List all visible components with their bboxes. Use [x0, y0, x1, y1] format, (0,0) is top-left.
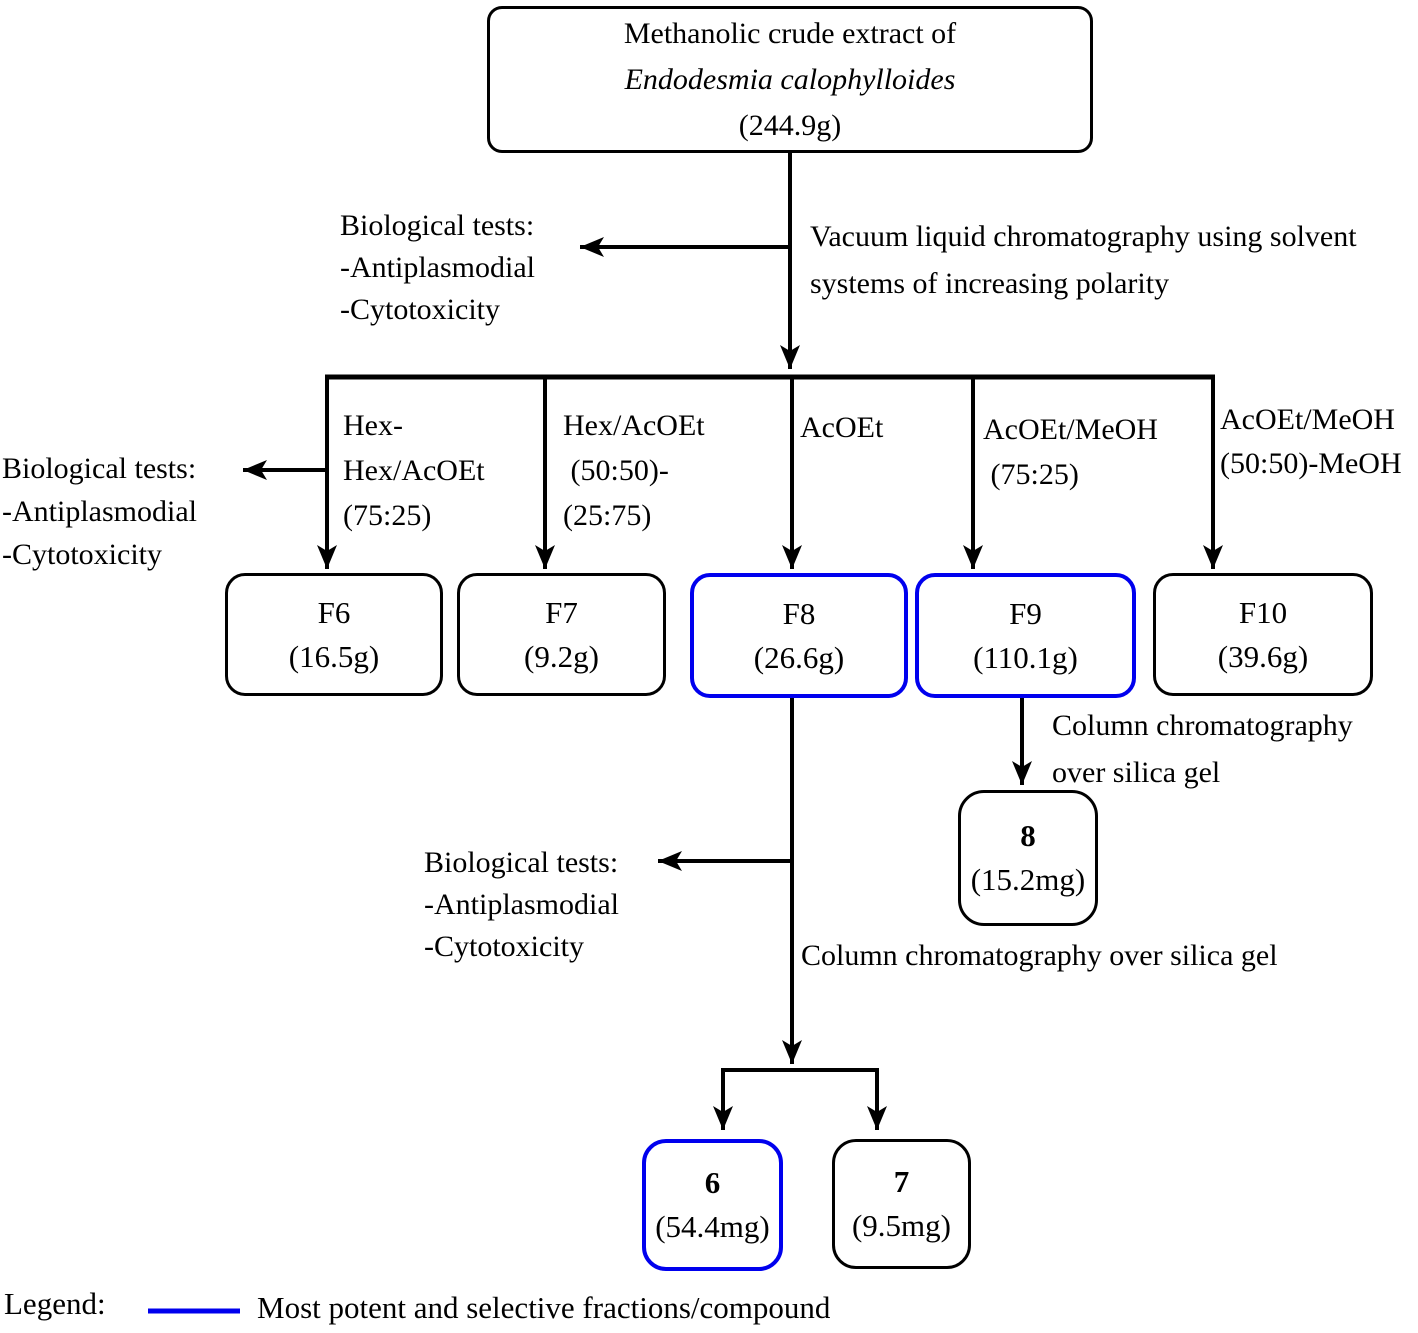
bio-tests-item: -Antiplasmodial	[2, 495, 197, 528]
compound-mass: (9.5mg)	[851, 1208, 951, 1243]
bio-tests-item: -Antiplasmodial	[340, 251, 535, 284]
fraction-box-f6: F6 (16.5g)	[225, 573, 443, 696]
bio-tests-top: Biological tests: -Antiplasmodial -Cytot…	[340, 205, 535, 331]
branch-label-f8: AcOEt	[800, 411, 884, 444]
fraction-box-f8: F8 (26.6g)	[690, 573, 908, 698]
fraction-box-f9: F9 (110.1g)	[915, 573, 1136, 698]
species-name: Endodesmia calophylloides	[624, 62, 956, 96]
crude-extract-box: Methanolic crude extract of Endodesmia c…	[487, 6, 1093, 153]
fraction-id: F10	[1238, 594, 1288, 630]
bio-tests-branches: Biological tests: -Antiplasmodial -Cytot…	[2, 447, 197, 576]
branch-label-f6: Hex- Hex/AcOEt (75:25)	[343, 409, 485, 532]
fraction-box-f7: F7 (9.2g)	[457, 573, 666, 696]
compound-box-7: 7 (9.5mg)	[832, 1139, 971, 1269]
fraction-id: F6	[317, 594, 351, 630]
vlc-label: Vacuum liquid chromatography using solve…	[810, 213, 1357, 307]
bio-tests-title: Biological tests:	[340, 209, 535, 242]
compound-box-6: 6 (54.4mg)	[642, 1139, 783, 1271]
bio-tests-item: -Cytotoxicity	[340, 293, 500, 326]
bio-tests-item: -Cytotoxicity	[424, 930, 584, 963]
fraction-box-f10: F10 (39.6g)	[1153, 573, 1373, 696]
fraction-mass: (16.5g)	[288, 638, 380, 674]
bio-tests-title: Biological tests:	[424, 846, 619, 879]
compound-id: 7	[893, 1164, 910, 1199]
vlc-label-line1: Vacuum liquid chromatography using solve…	[810, 220, 1357, 253]
fraction-id: F9	[1009, 595, 1042, 631]
fraction-mass: (39.6g)	[1217, 638, 1309, 674]
compound-mass: (15.2mg)	[970, 862, 1086, 897]
crude-extract-title: Methanolic crude extract of	[623, 16, 957, 50]
legend-label: Legend:	[4, 1286, 106, 1321]
column-chromatography-f9-label: Column chromatography over silica gel	[1052, 709, 1353, 789]
compound-mass: (54.4mg)	[655, 1209, 770, 1244]
compound-id: 8	[1020, 818, 1036, 853]
crude-extract-mass: (244.9g)	[738, 108, 842, 142]
branch-label-f10: AcOEt/MeOH (50:50)-MeOH	[1220, 403, 1402, 480]
branch-label-f9: AcOEt/MeOH (75:25)	[983, 413, 1158, 491]
fraction-id: F8	[782, 595, 816, 631]
bio-tests-item: -Antiplasmodial	[424, 888, 619, 921]
fraction-mass: (26.6g)	[753, 639, 845, 675]
bio-tests-f8: Biological tests: -Antiplasmodial -Cytot…	[424, 842, 619, 968]
fraction-mass: (9.2g)	[524, 638, 599, 674]
column-chromatography-f8-label: Column chromatography over silica gel	[801, 939, 1278, 972]
legend-description: Most potent and selective fractions/comp…	[257, 1290, 831, 1325]
bio-tests-title: Biological tests:	[2, 452, 197, 485]
bio-tests-item: -Cytotoxicity	[2, 538, 162, 571]
fraction-mass: (110.1g)	[973, 639, 1078, 675]
compound-id: 6	[704, 1165, 721, 1200]
branch-label-f7: Hex/AcOEt (50:50)- (25:75)	[563, 409, 705, 532]
compound-box-8: 8 (15.2mg)	[958, 790, 1098, 926]
vlc-label-line2: systems of increasing polarity	[810, 267, 1170, 300]
fraction-id: F7	[545, 594, 578, 630]
